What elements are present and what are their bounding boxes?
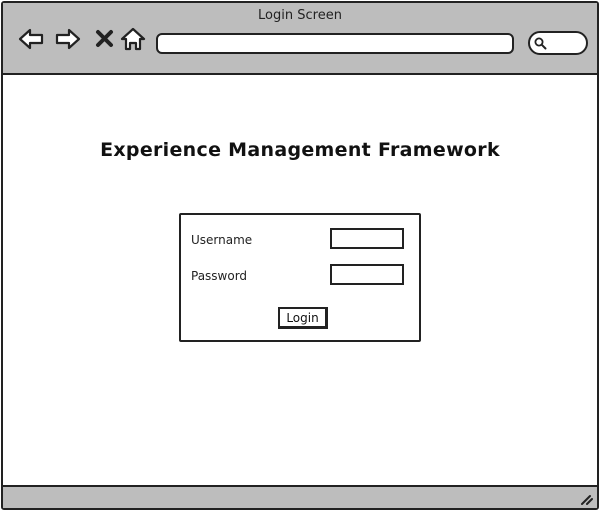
browser-toolbar: Login Screen	[3, 3, 597, 75]
page-content: Experience Management Framework Username…	[3, 75, 597, 485]
search-box[interactable]	[528, 31, 588, 55]
back-arrow-icon[interactable]	[17, 25, 45, 53]
login-form: Username Password Login	[179, 213, 421, 342]
password-input[interactable]	[330, 264, 404, 285]
username-input[interactable]	[330, 228, 404, 249]
window-title: Login Screen	[258, 8, 342, 23]
home-icon[interactable]	[119, 25, 147, 53]
status-bar	[3, 485, 597, 508]
page-title: Experience Management Framework	[100, 139, 500, 161]
login-button[interactable]: Login	[278, 307, 328, 329]
forward-arrow-icon[interactable]	[54, 25, 82, 53]
password-label: Password	[191, 269, 248, 283]
search-icon	[534, 37, 547, 50]
resize-grip-icon[interactable]	[579, 491, 593, 505]
close-x-icon[interactable]	[91, 25, 119, 53]
username-label: Username	[191, 233, 253, 247]
address-bar[interactable]	[156, 33, 514, 54]
